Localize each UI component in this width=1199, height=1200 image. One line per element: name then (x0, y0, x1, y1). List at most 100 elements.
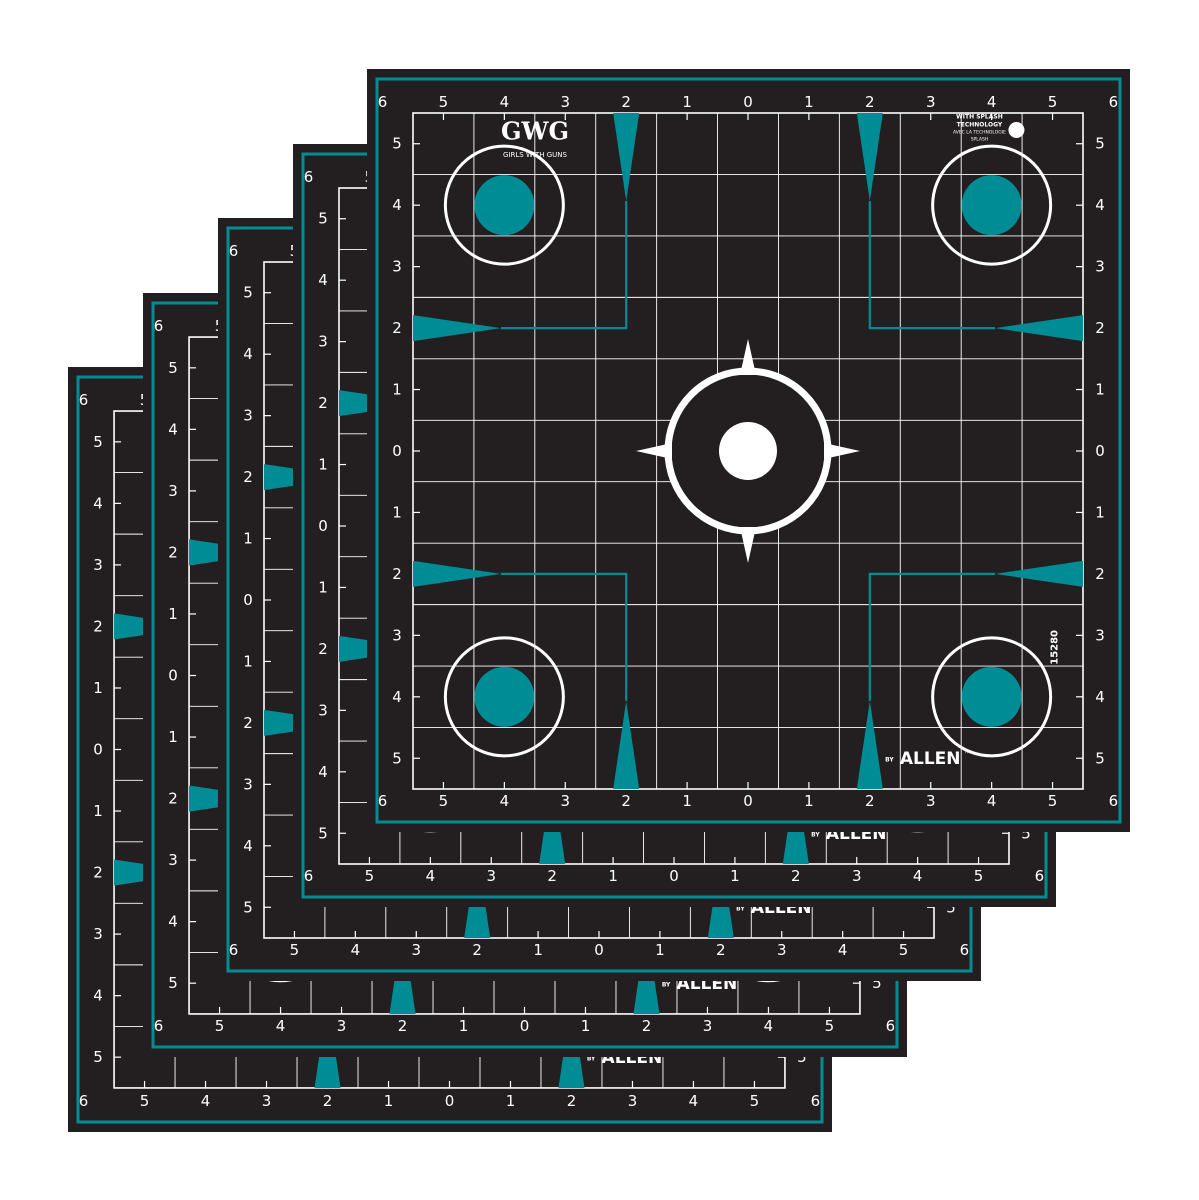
left-tick-label: 1 (392, 381, 402, 399)
right-tick-label: 4 (1095, 688, 1105, 706)
splash-icon (1008, 122, 1025, 138)
left-tick-label: 2 (243, 468, 253, 486)
bottom-tick-label: 6 (811, 1092, 821, 1110)
corner-ring (931, 636, 1053, 758)
bottom-tick-label: 3 (628, 1092, 638, 1110)
right-tick-label: 2 (1095, 319, 1105, 337)
corner-bracket (501, 572, 628, 701)
bottom-tick-label: 5 (899, 941, 909, 959)
bottom-tick-label: 2 (791, 867, 801, 885)
left-tick-label: 1 (168, 605, 178, 623)
top-tick-label: 6 (304, 168, 314, 186)
left-tick-label: 3 (93, 556, 103, 574)
edge-wedge (413, 560, 501, 587)
bottom-tick-label: 4 (838, 941, 848, 959)
bottom-tick-label: 3 (852, 867, 862, 885)
left-tick-label: 3 (168, 482, 178, 500)
bottom-tick-label: 0 (743, 792, 753, 810)
bottom-tick-label: 2 (865, 792, 875, 810)
top-tick-label: 1 (804, 93, 814, 111)
bottom-tick-label: 0 (520, 1017, 530, 1035)
top-tick-label: 2 (865, 93, 875, 111)
bottom-tick-label: 6 (1109, 792, 1119, 810)
bottom-tick-label: 2 (398, 1017, 408, 1035)
corner-ring (443, 144, 565, 266)
edge-wedge (613, 113, 640, 201)
top-tick-label: 2 (621, 93, 631, 111)
bottom-tick-label: 4 (987, 792, 997, 810)
top-tick-label: 6 (378, 93, 388, 111)
left-tick-label: 3 (318, 701, 328, 719)
bottom-tick-label: 5 (365, 867, 375, 885)
right-tick-label: 5 (1095, 749, 1105, 767)
bottom-tick-label: 5 (290, 941, 300, 959)
left-tick-label: 1 (93, 679, 103, 697)
bottom-tick-label: 6 (886, 1017, 896, 1035)
center-point (740, 527, 756, 563)
corner-bracket (501, 201, 628, 330)
bottom-tick-label: 2 (621, 792, 631, 810)
bottom-tick-label: 4 (276, 1017, 286, 1035)
splash-badge-line: WITH SPLASH (956, 114, 1003, 121)
left-tick-label: 3 (243, 407, 253, 425)
left-tick-label: 2 (243, 714, 253, 732)
corner-bullseye (474, 175, 535, 236)
trademark: ™ (964, 749, 972, 758)
bottom-tick-label: 5 (1048, 792, 1058, 810)
left-tick-label: 5 (392, 749, 402, 767)
bottom-tick-label: 1 (655, 941, 665, 959)
corner-bullseye (961, 175, 1022, 236)
bottom-tick-label: 6 (304, 867, 314, 885)
bottom-tick-label: 3 (337, 1017, 347, 1035)
bottom-tick-label: 6 (79, 1092, 89, 1110)
top-tick-label: 5 (439, 93, 449, 111)
bottom-tick-label: 6 (229, 941, 239, 959)
left-tick-label: 4 (392, 196, 402, 214)
left-tick-label: 4 (318, 763, 328, 781)
corner-bracket (868, 201, 995, 330)
bottom-tick-label: 1 (506, 1092, 516, 1110)
bottom-tick-label: 1 (730, 867, 740, 885)
right-tick-label: 5 (1021, 824, 1031, 842)
bottom-tick-label: 6 (960, 941, 970, 959)
right-tick-label: 5 (1095, 135, 1105, 153)
bottom-tick-label: 6 (378, 792, 388, 810)
bottom-tick-label: 2 (472, 941, 482, 959)
bottom-tick-label: 0 (669, 867, 679, 885)
top-tick-label: 6 (229, 242, 239, 260)
left-tick-label: 1 (168, 728, 178, 746)
corner-bracket (868, 572, 995, 701)
center-bullseye (719, 422, 777, 480)
left-tick-label: 0 (168, 667, 178, 685)
top-tick-label: 3 (560, 93, 570, 111)
bottom-tick-label: 2 (547, 867, 557, 885)
left-tick-label: 2 (392, 565, 402, 583)
left-tick-label: 5 (392, 135, 402, 153)
bottom-tick-label: 4 (426, 867, 436, 885)
right-tick-label: 2 (1095, 565, 1105, 583)
bottom-tick-label: 4 (201, 1092, 211, 1110)
bottom-tick-label: 1 (581, 1017, 591, 1035)
gwg-tagline: GIRLS WITH GUNS (503, 151, 567, 159)
center-point (740, 339, 756, 375)
bottom-tick-label: 4 (351, 941, 361, 959)
top-tick-label: 1 (682, 93, 692, 111)
bottom-tick-label: 5 (140, 1092, 150, 1110)
sheet-border (375, 77, 1122, 824)
bottom-tick-label: 1 (384, 1092, 394, 1110)
left-tick-label: 4 (168, 913, 178, 931)
top-tick-label: 3 (926, 93, 936, 111)
bottom-tick-label: 0 (445, 1092, 455, 1110)
right-tick-label: 4 (1095, 196, 1105, 214)
left-tick-label: 2 (168, 543, 178, 561)
left-tick-label: 2 (168, 790, 178, 808)
left-tick-label: 5 (243, 284, 253, 302)
right-tick-label: 5 (872, 974, 882, 992)
bottom-tick-label: 2 (323, 1092, 333, 1110)
bottom-tick-label: 2 (567, 1092, 577, 1110)
bottom-tick-label: 2 (716, 941, 726, 959)
left-tick-label: 3 (93, 925, 103, 943)
splash-badge-line: SPLASH (971, 137, 989, 143)
bottom-tick-label: 5 (439, 792, 449, 810)
brand-prefix: BY (662, 981, 671, 988)
